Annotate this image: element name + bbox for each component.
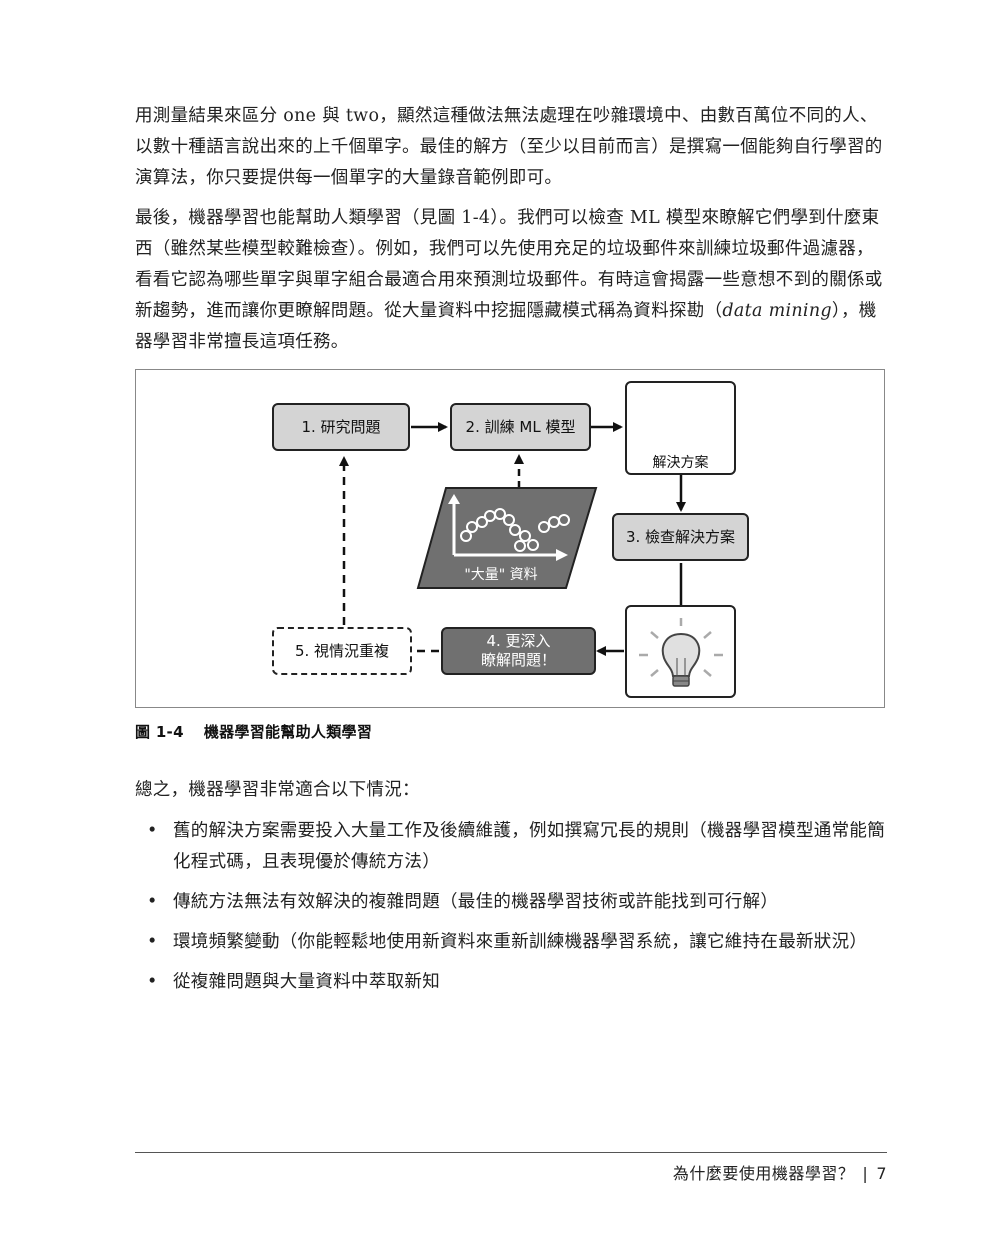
data-label: "大量" 資料 bbox=[464, 567, 538, 583]
running-title: 為什麼要使用機器學習？ bbox=[672, 1164, 855, 1183]
paragraph-1: 用測量結果來區分 one 與 two，顯然這種做法無法處理在吵雜環境中、由數百萬… bbox=[135, 106, 883, 188]
bullet-icon: • bbox=[147, 821, 158, 841]
paragraph-3: 總之，機器學習非常適合以下情況： bbox=[135, 780, 420, 800]
data-mining-term: data mining bbox=[722, 301, 832, 321]
bullet-icon: • bbox=[147, 972, 158, 992]
list-item: • 環境頻繁變動（你能輕鬆地使用新資料來重新訓練機器學習系統，讓它維持在最新狀況） bbox=[135, 927, 887, 958]
step-3-inspect-solution: 3. 檢查解決方案 bbox=[612, 513, 749, 561]
footer-rule bbox=[135, 1152, 887, 1153]
figure-caption: 圖 1-4 機器學習能幫助人類學習 bbox=[135, 721, 372, 742]
page-number: 7 bbox=[876, 1164, 887, 1183]
step-1-label: 1. 研究問題 bbox=[301, 417, 381, 436]
list-item: • 傳統方法無法有效解決的複雜問題（最佳的機器學習技術或許能找到可行解） bbox=[135, 887, 887, 918]
step-1-study-problem: 1. 研究問題 bbox=[272, 403, 410, 451]
scatter-plot-icon bbox=[416, 487, 598, 589]
step-4-line-2: 瞭解問題！ bbox=[480, 651, 556, 669]
list-item: • 舊的解決方案需要投入大量工作及後續維護，例如撰寫冗長的規則（機器學習模型通常能… bbox=[135, 816, 887, 878]
step-5-label: 5. 視情況重複 bbox=[294, 641, 390, 660]
step-4-line-1: 4. 更深入 bbox=[486, 632, 551, 650]
list-item: • 從複雜問題與大量資料中萃取新知 bbox=[135, 967, 887, 998]
bullet-icon: • bbox=[147, 932, 158, 952]
list-item-text: 傳統方法無法有效解決的複雜問題（最佳的機器學習技術或許能找到可行解） bbox=[173, 892, 779, 912]
list-item-text: 從複雜問題與大量資料中萃取新知 bbox=[173, 972, 440, 992]
page-footer: 為什麼要使用機器學習？ | 7 bbox=[673, 1160, 887, 1184]
solution-label: 解決方案 bbox=[652, 455, 709, 471]
figure-1-4: 1. 研究問題 2. 訓練 ML 模型 解決方案 3. 檢查解決方案 4. 更深… bbox=[135, 369, 885, 708]
solution-box bbox=[625, 381, 736, 475]
step-2-train-model: 2. 訓練 ML 模型 bbox=[450, 403, 591, 451]
step-2-label: 2. 訓練 ML 模型 bbox=[465, 417, 576, 436]
caption-number: 圖 1-4 bbox=[135, 723, 184, 741]
paragraph-2-text: 最後，機器學習也能幫助人類學習（見圖 1-4）。我們可以檢查 ML 模型來瞭解它… bbox=[135, 208, 883, 321]
step-5-iterate: 5. 視情況重複 bbox=[272, 627, 412, 675]
bullet-list: • 舊的解決方案需要投入大量工作及後續維護，例如撰寫冗長的規則（機器學習模型通常能… bbox=[135, 816, 887, 1007]
lightbulb-icon bbox=[639, 618, 723, 687]
step-3-label: 3. 檢查解決方案 bbox=[625, 527, 736, 546]
list-item-text: 環境頻繁變動（你能輕鬆地使用新資料來重新訓練機器學習系統，讓它維持在最新狀況） bbox=[173, 932, 868, 952]
list-item-text: 舊的解決方案需要投入大量工作及後續維護，例如撰寫冗長的規則（機器學習模型通常能簡… bbox=[173, 821, 885, 872]
bullet-icon: • bbox=[147, 892, 158, 912]
step-4-understand-problem: 4. 更深入 瞭解問題！ bbox=[441, 627, 596, 675]
footer-separator: | bbox=[862, 1164, 869, 1183]
figure-arrows bbox=[339, 386, 723, 687]
paragraph-2: 最後，機器學習也能幫助人類學習（見圖 1-4）。我們可以檢查 ML 模型來瞭解它… bbox=[135, 203, 887, 358]
insight-box bbox=[625, 605, 736, 698]
paragraph-2-end: ），機器學習非常擅長這項任務。 bbox=[135, 301, 877, 352]
caption-text: 機器學習能幫助人類學習 bbox=[203, 723, 373, 741]
